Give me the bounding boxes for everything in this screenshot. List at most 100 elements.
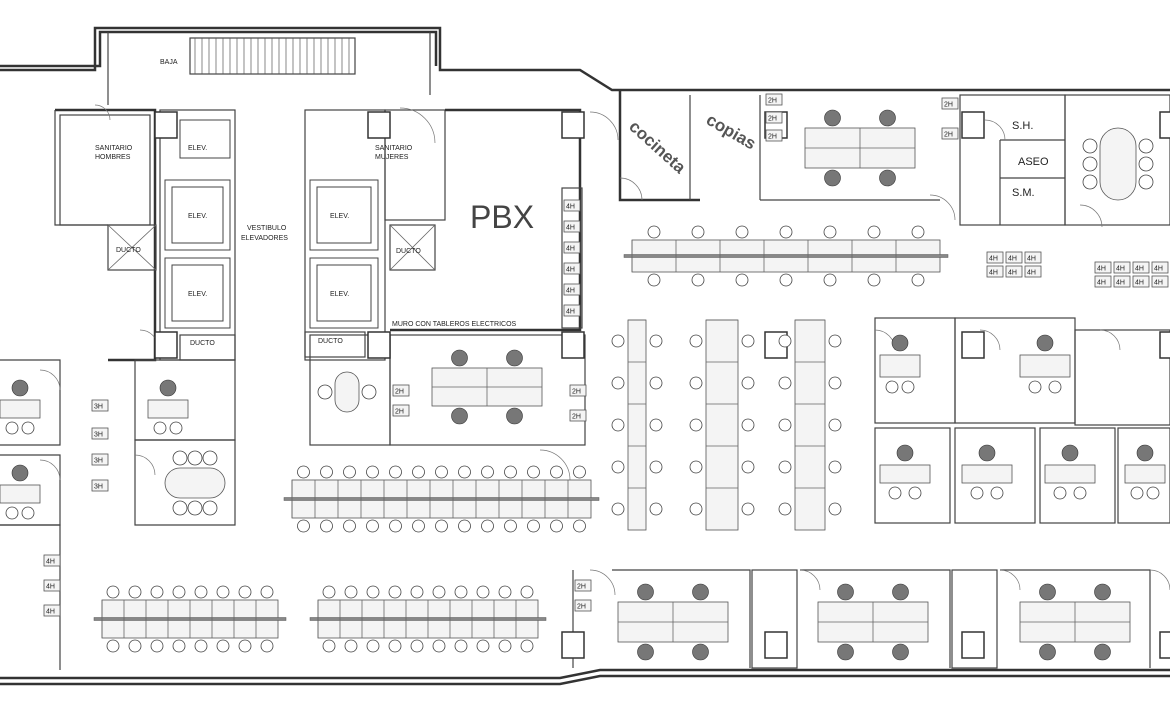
chair [911, 225, 925, 239]
chair [476, 585, 490, 599]
chair [451, 407, 468, 425]
chair [21, 421, 35, 435]
capacity-tag-label: 4H [46, 559, 55, 566]
chair [458, 519, 471, 533]
capacity-tag-box [941, 97, 959, 110]
chair [1048, 380, 1062, 394]
chair [527, 519, 540, 533]
chair [828, 502, 842, 516]
capacity-tag-box [574, 579, 592, 592]
door-arc [1099, 329, 1121, 351]
chair [187, 450, 203, 466]
desk-bench [627, 319, 647, 531]
column [1159, 331, 1170, 359]
door-arc [39, 369, 61, 391]
conference-table [334, 371, 360, 413]
office-desk [879, 464, 931, 484]
chair [520, 639, 534, 653]
chair [1138, 174, 1154, 190]
chair [344, 639, 358, 653]
chair [388, 639, 402, 653]
capacity-tag-label: 2H [944, 102, 953, 109]
elev-label-4: ELEV. [330, 213, 349, 220]
chair [481, 465, 494, 479]
chair [21, 506, 35, 520]
door-arc [39, 459, 61, 481]
chair [412, 465, 425, 479]
chair [344, 585, 358, 599]
chair [689, 376, 703, 390]
conference-table [1099, 127, 1137, 201]
chair [824, 109, 841, 127]
chair [649, 334, 663, 348]
chair [978, 444, 996, 462]
chair [888, 486, 902, 500]
chair [692, 583, 709, 601]
column [961, 111, 985, 139]
chair [778, 376, 792, 390]
capacity-tag-label: 4H [566, 246, 575, 253]
chair [741, 334, 755, 348]
column [961, 331, 985, 359]
chair [649, 418, 663, 432]
chair [150, 585, 164, 599]
capacity-tag-label: 4H [46, 584, 55, 591]
chair [647, 273, 661, 287]
door-arc [94, 104, 111, 121]
desk-bench [705, 319, 739, 531]
chair [322, 639, 336, 653]
vestibulo-label-1: VESTIBULO [247, 225, 287, 232]
capacity-tag-box [43, 579, 61, 592]
chair [637, 643, 654, 661]
chair [879, 169, 896, 187]
elevator-bank-right [304, 109, 386, 361]
vestibulo-label-2: ELEVADORES [241, 235, 288, 242]
chair [320, 519, 333, 533]
chair [458, 465, 471, 479]
office-desk [1124, 464, 1166, 484]
chair [647, 225, 661, 239]
capacity-tag-box [43, 604, 61, 617]
chair [498, 639, 512, 653]
column [367, 331, 391, 359]
capacity-tag-box [1094, 275, 1112, 288]
chair [216, 639, 230, 653]
chair [172, 450, 188, 466]
capacity-tag-label: 4H [1116, 266, 1125, 273]
bench-spine [623, 254, 949, 258]
chair [106, 639, 120, 653]
chair [11, 379, 29, 397]
chair [389, 519, 402, 533]
chair [498, 585, 512, 599]
ducto-label-left: DUCTO [116, 247, 141, 254]
capacity-tag-box [1024, 251, 1042, 264]
capacity-tag-box [91, 479, 109, 492]
chair [320, 465, 333, 479]
chair [611, 460, 625, 474]
chair [885, 380, 899, 394]
chair [366, 639, 380, 653]
chair [691, 225, 705, 239]
capacity-tag-box [91, 453, 109, 466]
chair [504, 519, 517, 533]
chair [366, 465, 379, 479]
chair [692, 643, 709, 661]
chair [990, 486, 1004, 500]
capacity-tag-box [563, 262, 581, 275]
chair [476, 639, 490, 653]
chair [169, 421, 183, 435]
capacity-tag-label: 2H [768, 116, 777, 123]
chair [1039, 643, 1056, 661]
capacity-tag-box [986, 265, 1004, 278]
capacity-tag-label: 2H [577, 584, 586, 591]
chair [527, 465, 540, 479]
chair [837, 583, 854, 601]
chair [150, 639, 164, 653]
door-arc [589, 569, 616, 596]
chair [159, 379, 177, 397]
capacity-tag-label: 3H [94, 484, 103, 491]
capacity-tag-label: 4H [1027, 270, 1036, 277]
elev-label-3: ELEV. [188, 291, 207, 298]
elev-label-5: ELEV. [330, 291, 349, 298]
